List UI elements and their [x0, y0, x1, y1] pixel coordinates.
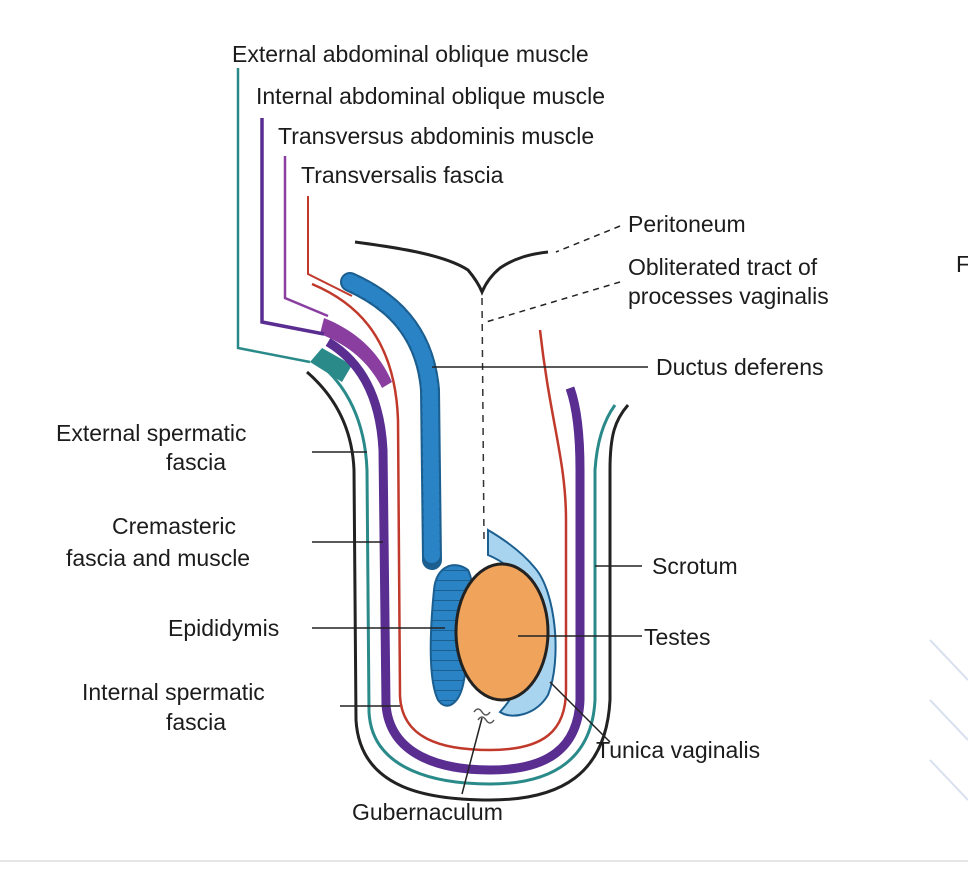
internal-spermatic-fascia-layer	[311, 282, 568, 752]
label-external-spermatic-2: fascia	[166, 449, 226, 475]
leader-internal-oblique	[260, 118, 325, 336]
label-cremasteric-2: fascia and muscle	[66, 545, 250, 571]
label-cremasteric-1: Cremasteric	[112, 513, 236, 539]
label-epididymis: Epididymis	[168, 615, 279, 641]
external-spermatic-fascia-layer	[321, 364, 617, 786]
testis-shape	[454, 562, 550, 702]
gubernaculum-marks	[473, 708, 495, 724]
label-internal-spermatic-2: fascia	[166, 709, 226, 735]
leader-transversus	[283, 156, 329, 318]
label-transversus-abdominis: Transversus abdominis muscle	[278, 123, 594, 149]
ductus-deferens-cord-fill	[342, 274, 440, 568]
obliterated-tract-line	[481, 297, 485, 541]
leader-external-oblique	[236, 68, 311, 364]
label-external-abdominal-oblique: External abdominal oblique muscle	[232, 41, 589, 67]
label-peritoneum: Peritoneum	[628, 211, 746, 237]
label-leaders	[312, 225, 648, 795]
external-oblique-band	[310, 348, 352, 382]
internal-oblique-band	[320, 318, 392, 388]
label-tunica-vaginalis: Tunica vaginalis	[596, 737, 760, 763]
peritoneum-line	[354, 240, 549, 296]
label-scrotum: Scrotum	[652, 553, 738, 579]
label-testes: Testes	[644, 624, 710, 650]
label-external-spermatic-1: External spermatic	[56, 420, 246, 446]
cremasteric-fascia-layer	[325, 338, 585, 775]
label-ductus-deferens: Ductus deferens	[656, 354, 823, 380]
background-decoration	[929, 639, 968, 801]
scrotal-skin	[306, 370, 630, 802]
label-gubernaculum: Gubernaculum	[352, 799, 503, 825]
label-obliterated-tract-1: Obliterated tract of	[628, 254, 818, 280]
label-edge-fragment: F	[956, 251, 968, 277]
label-obliterated-tract-2: processes vaginalis	[628, 283, 829, 309]
label-internal-spermatic-1: Internal spermatic	[82, 679, 265, 705]
leader-transversalis	[307, 196, 353, 297]
ductus-deferens-cord	[340, 272, 442, 570]
label-internal-abdominal-oblique: Internal abdominal oblique muscle	[256, 83, 605, 109]
label-transversalis-fascia: Transversalis fascia	[301, 162, 504, 188]
bottom-divider	[0, 860, 968, 862]
